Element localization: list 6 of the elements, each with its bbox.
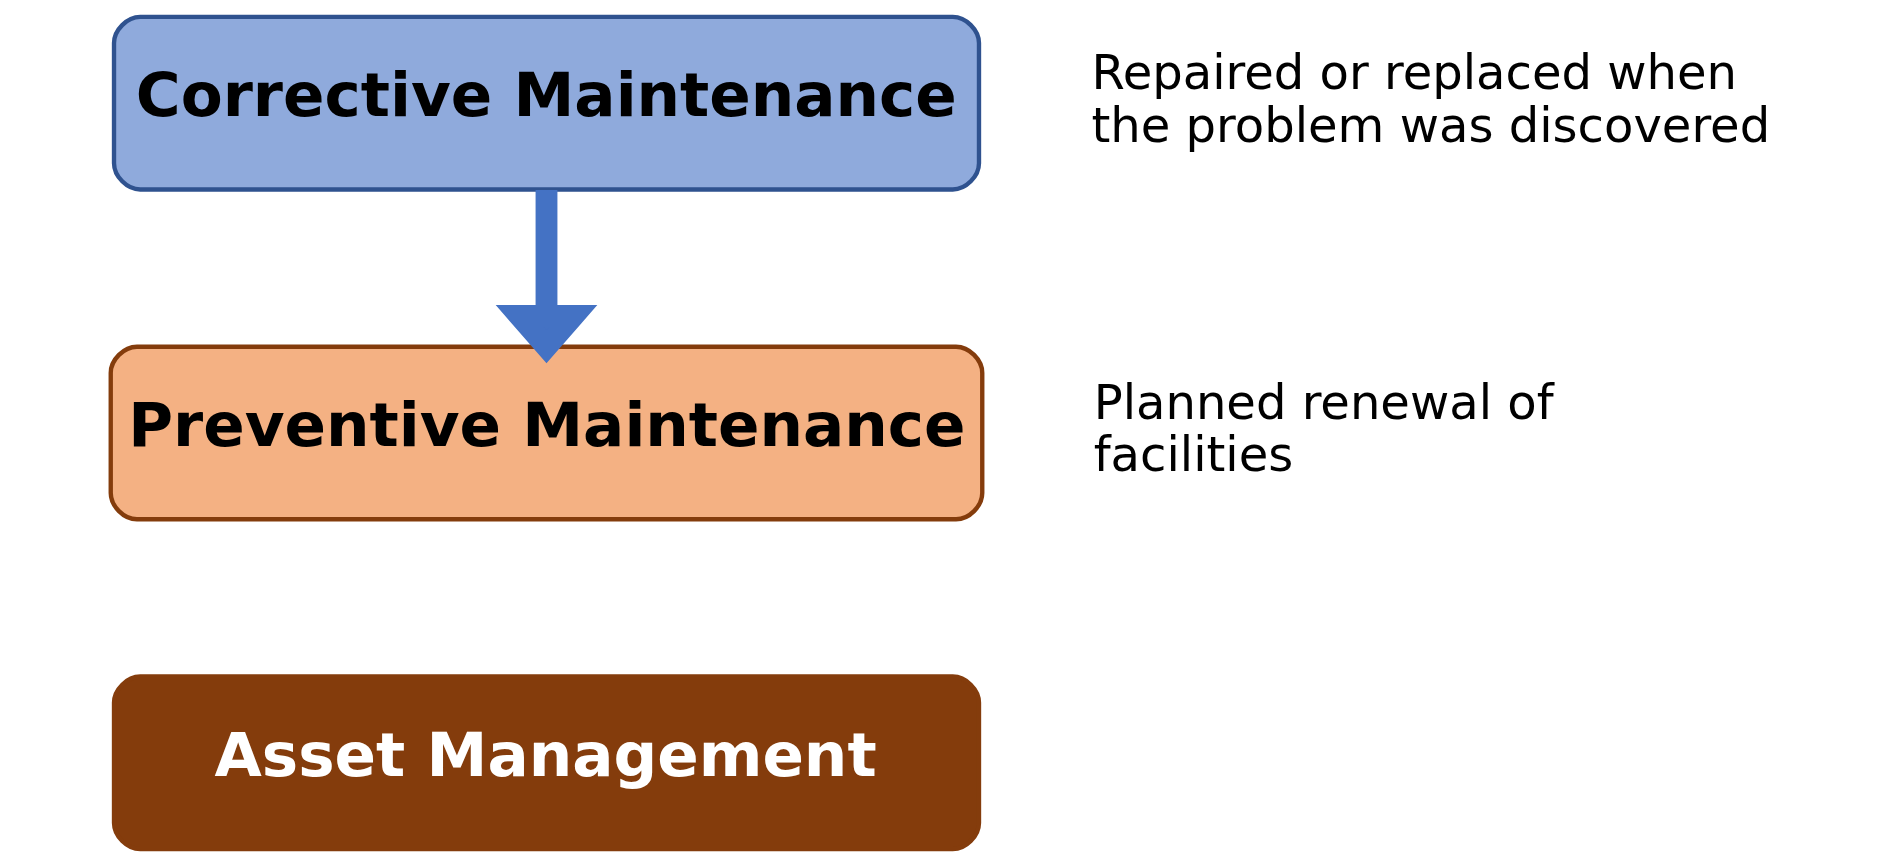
node-label: Repaired or replaced when the problem was discovered [1090, 44, 1770, 153]
node-box: Asset Management [111, 674, 981, 852]
node-label: Planned renewal of facilities [1093, 374, 1554, 483]
node-box: Corrective Maintenance [111, 14, 981, 192]
node-box: Preventive Maintenance [108, 344, 984, 522]
arrow [495, 190, 597, 364]
